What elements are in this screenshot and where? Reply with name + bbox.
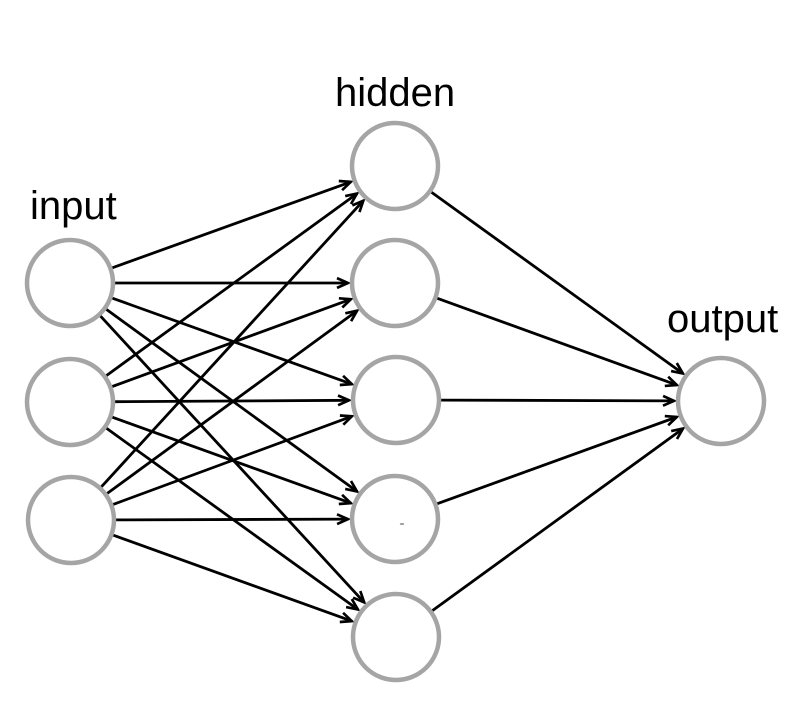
arrowhead-input-2-to-hidden-2	[338, 296, 354, 309]
edge-input-3-to-hidden-2	[106, 309, 358, 495]
arrowhead-input-2-to-hidden-4	[338, 493, 354, 506]
arrowhead-hidden-3-to-output-1	[662, 394, 678, 407]
edge-hidden-5-to-output-1	[431, 427, 684, 612]
arrowhead-input-2-to-hidden-3	[337, 394, 353, 407]
edges-layer	[99, 179, 686, 624]
edge-input-2-to-hidden-1	[105, 192, 358, 377]
hidden-3-node	[350, 354, 442, 446]
output-1-node	[675, 355, 767, 447]
input-layer-label: input	[30, 184, 117, 228]
edge-input-1-to-hidden-3	[111, 296, 353, 386]
edge-input-3-to-hidden-3	[112, 414, 353, 506]
arrowhead-hidden-5-to-output-1	[670, 426, 686, 440]
edge-hidden-1-to-output-1	[430, 191, 684, 375]
nodes-layer	[24, 120, 767, 683]
arrowhead-input-3-to-hidden-5	[339, 611, 355, 624]
hidden-layer-label: hidden	[335, 71, 455, 115]
hidden-2-node	[349, 237, 441, 329]
arrowhead-input-1-to-hidden-2	[336, 276, 352, 290]
marks-layer	[399, 523, 405, 525]
arrowhead-input-2-to-hidden-5	[345, 598, 361, 612]
arrowhead-hidden-4-to-output-1	[664, 414, 680, 427]
arrowhead-input-3-to-hidden-1	[351, 198, 366, 213]
hidden-4-node	[349, 473, 441, 565]
labels-layer: input hidden output	[30, 71, 778, 341]
arrowhead-input-1-to-hidden-1	[338, 179, 354, 192]
hidden-5-node	[350, 591, 442, 683]
input-2-node	[24, 356, 116, 448]
edge-hidden-2-to-output-1	[436, 296, 678, 387]
arrowhead-hidden-2-to-output-1	[664, 375, 680, 388]
arrowhead-input-2-to-hidden-1	[344, 191, 360, 205]
arrowhead-input-1-to-hidden-4	[344, 480, 360, 494]
output-layer-label: output	[667, 297, 778, 341]
stray-mark	[399, 523, 405, 525]
edge-input-3-to-hidden-1	[100, 199, 365, 488]
input-3-node	[25, 474, 117, 566]
arrowhead-input-3-to-hidden-2	[345, 308, 360, 322]
edge-input-3-to-hidden-5	[112, 533, 353, 623]
edge-input-3-to-hidden-4	[115, 517, 349, 522]
edge-hidden-4-to-output-1	[436, 415, 678, 506]
arrowhead-input-3-to-hidden-4	[336, 513, 352, 526]
input-1-node	[24, 237, 116, 329]
arrowhead-input-1-to-hidden-5	[352, 590, 367, 605]
edge-hidden-3-to-output-1	[440, 398, 675, 403]
arrowhead-input-1-to-hidden-3	[339, 374, 355, 387]
arrowhead-input-3-to-hidden-3	[339, 414, 355, 426]
edge-input-1-to-hidden-1	[111, 180, 352, 270]
hidden-1-node	[349, 120, 441, 212]
arrowhead-hidden-1-to-output-1	[670, 362, 686, 376]
